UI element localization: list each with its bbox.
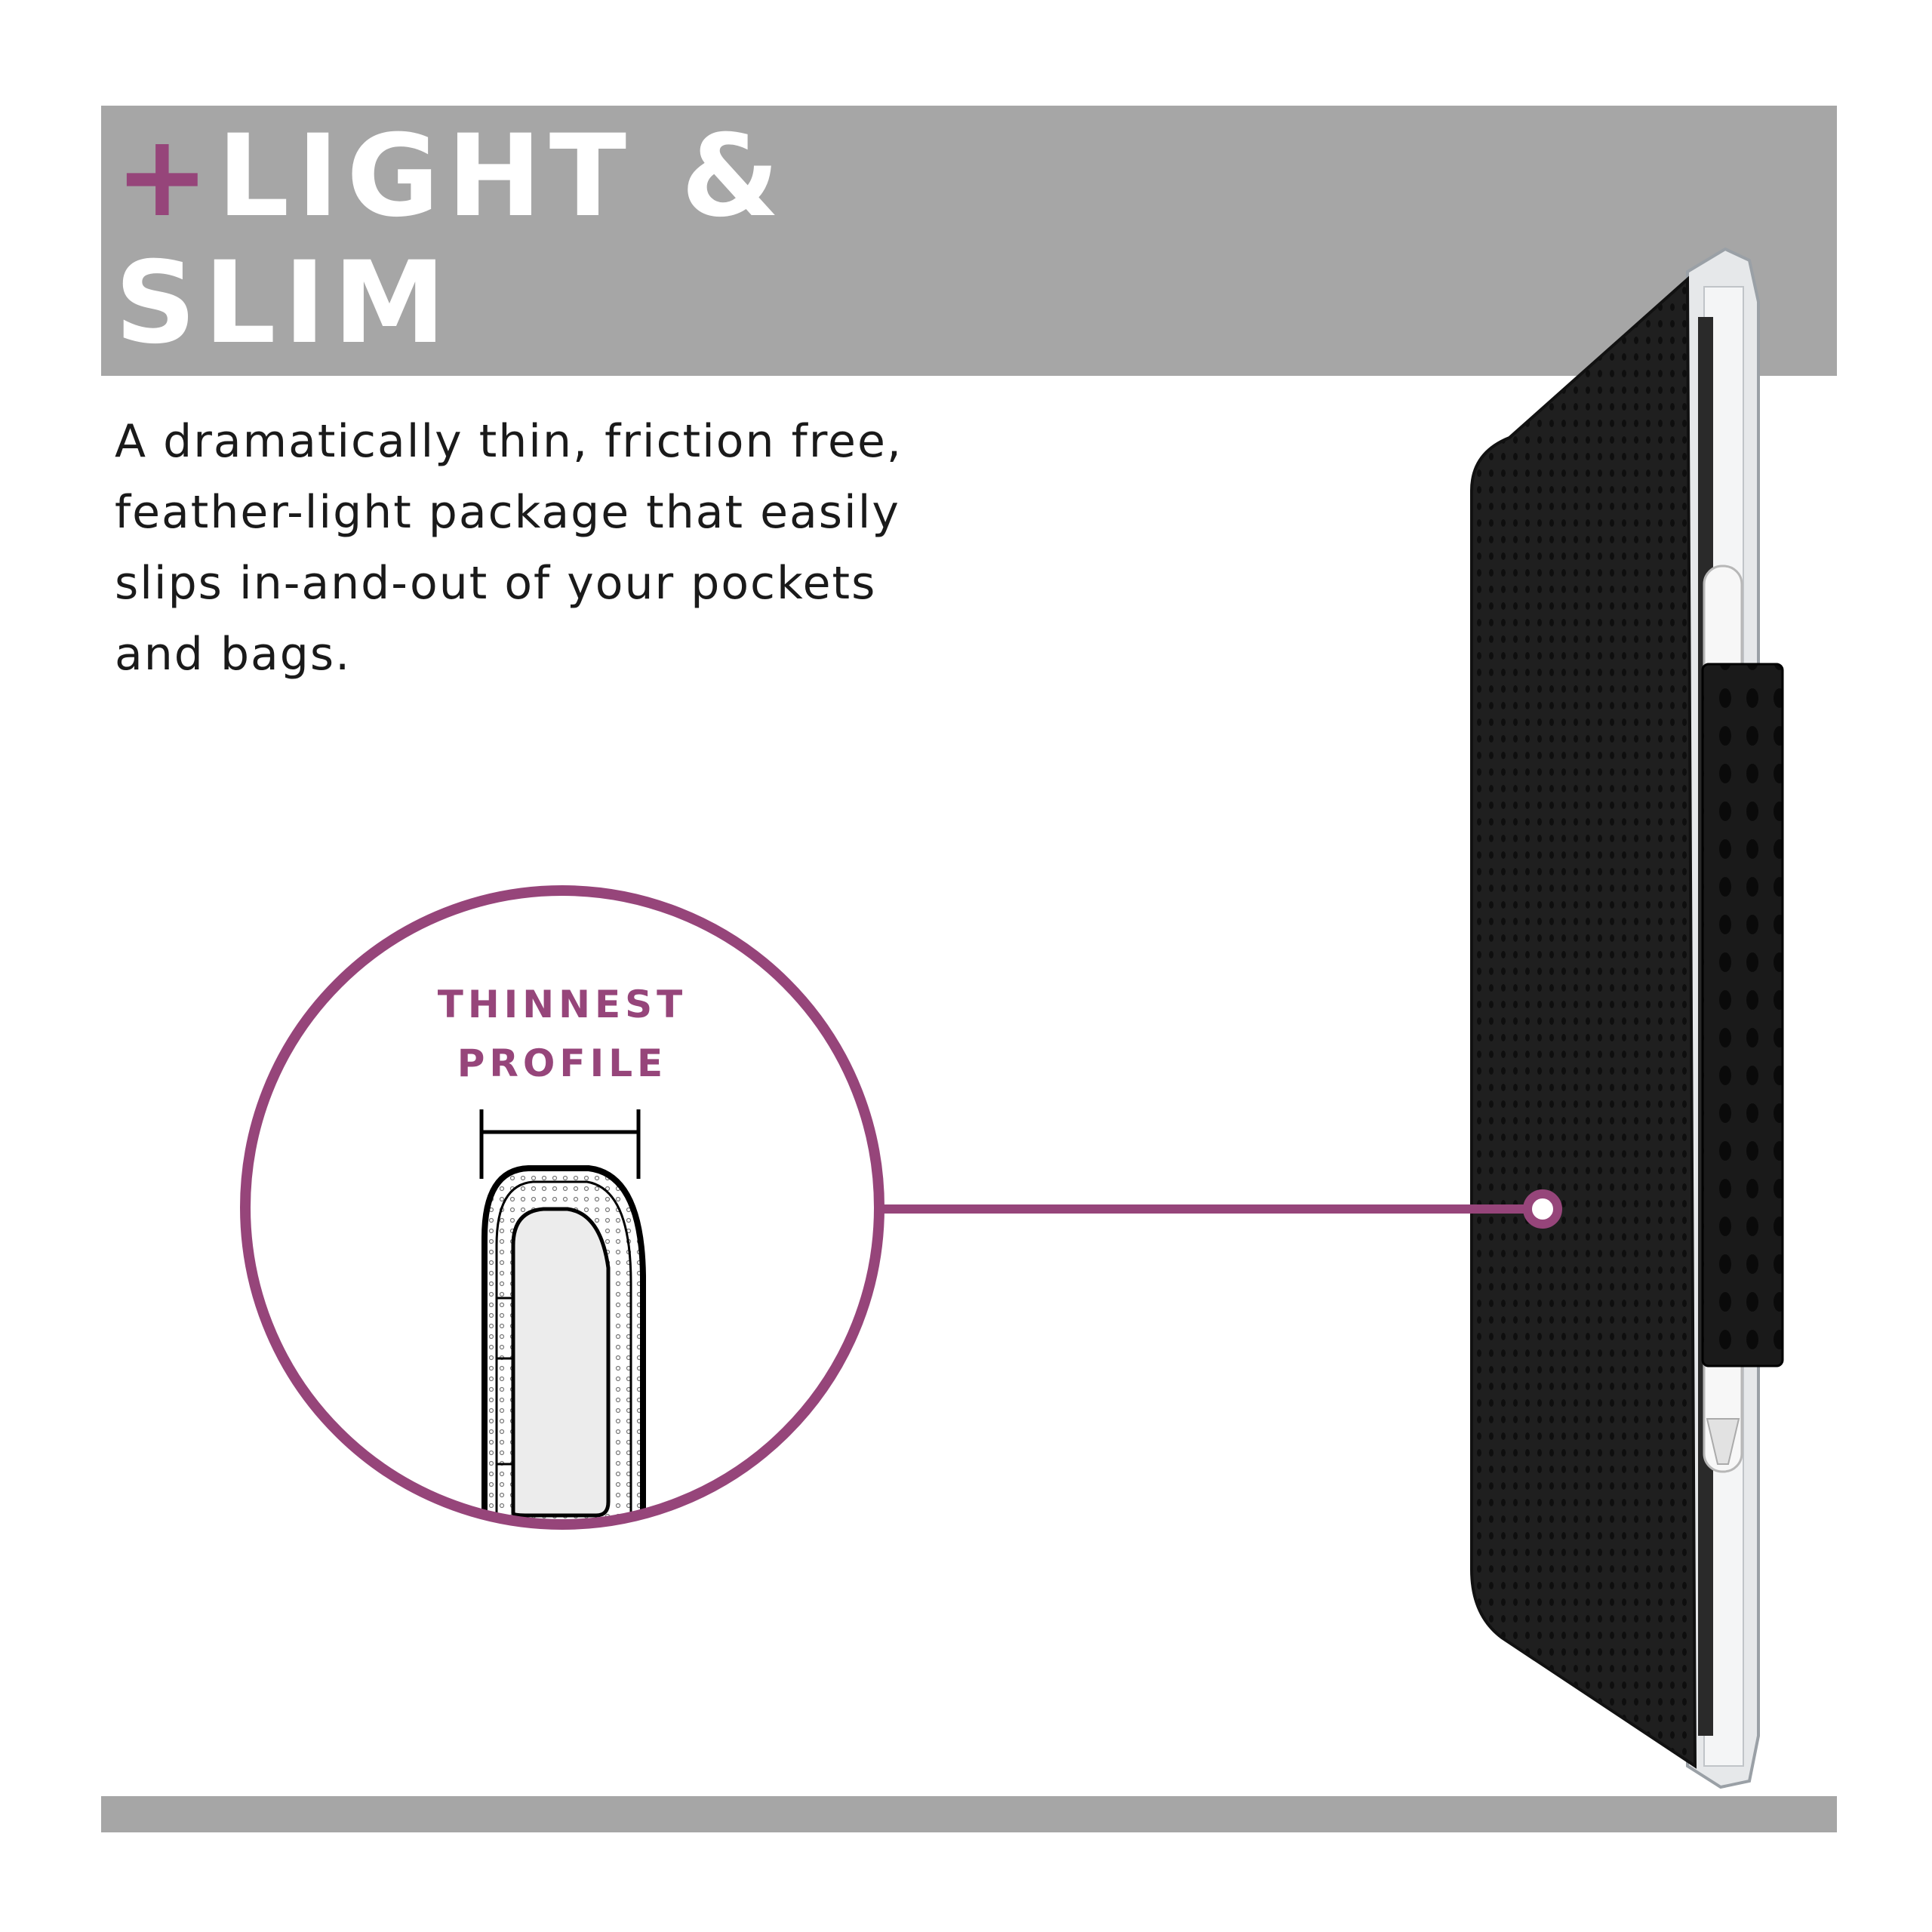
description-line: feather-light package that easily (115, 486, 900, 539)
description: A dramatically thin, friction free, feat… (115, 406, 1058, 690)
title-line-2: SLIM (115, 238, 454, 369)
footer-band (101, 1796, 1837, 1832)
tablet-case-illustration (1470, 247, 1784, 1789)
callout-label: THINNEST PROFILE (377, 975, 747, 1093)
title-text-1: LIGHT & (217, 111, 788, 242)
description-line: and bags. (115, 628, 352, 681)
profile-cross-section-icon (479, 1109, 646, 1524)
callout-label-line-1: THINNEST (437, 983, 688, 1026)
description-line: A dramatically thin, friction free, (115, 415, 903, 468)
header-band (101, 106, 1837, 376)
callout-circle (240, 885, 884, 1530)
title-line-1: +LIGHT & (115, 113, 787, 240)
callout-dot-icon (1523, 1189, 1562, 1229)
callout-label-line-2: PROFILE (457, 1041, 668, 1085)
description-line: slips in-and-out of your pockets (115, 557, 877, 610)
page-title: +LIGHT & SLIM (115, 113, 787, 367)
plus-sign: + (115, 111, 217, 242)
